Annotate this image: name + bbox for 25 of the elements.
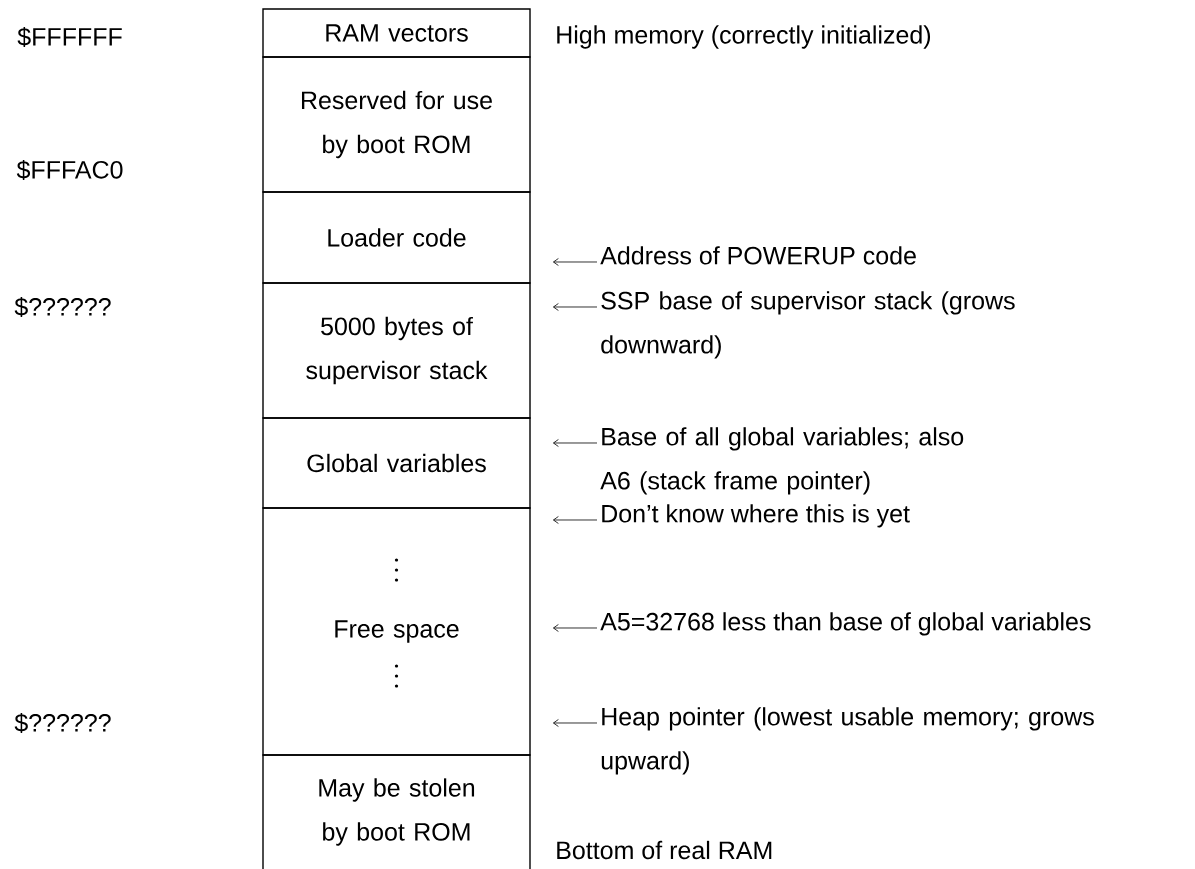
memory-block: 5000 bytes of supervisor stack — [262, 282, 531, 419]
annotation-text: A5=32768 less than base of global variables — [600, 612, 1091, 636]
memory-block: Loader code — [262, 191, 531, 284]
memory-block: Global variables — [262, 417, 531, 509]
annotation-text: Base of all global variables; also A6 (stack frame pointer) — [600, 427, 964, 495]
memory-block: RAM vectors — [262, 8, 531, 58]
annotation-text: SSP base of supervisor stack (grows downward) — [601, 291, 1015, 359]
arrow — [553, 439, 598, 447]
arrow — [553, 258, 598, 266]
address-label: $?????? — [14, 712, 111, 734]
arrow — [553, 719, 598, 727]
memory-block: May be stolen by boot ROM — [262, 754, 531, 869]
note-text: Bottom of real RAM — [557, 840, 772, 860]
note-text: High memory (correctly initialized) — [557, 25, 931, 49]
memory-block: Free space — [262, 507, 531, 756]
address-label: $?????? — [14, 296, 111, 318]
arrow — [553, 303, 598, 311]
memory-block: Reserved for use by boot ROM — [262, 56, 531, 193]
arrow — [553, 624, 598, 632]
annotation-text: Heap pointer (lowest usable memory; grows upward) — [601, 707, 1094, 775]
annotation-text: Don’t know where this is yet — [602, 504, 910, 528]
annotation-text: Address of POWERUP code — [600, 246, 916, 265]
arrow — [553, 516, 598, 524]
address-label: $FFFAC0 — [16, 159, 123, 181]
address-label: $FFFFFF — [17, 26, 122, 48]
